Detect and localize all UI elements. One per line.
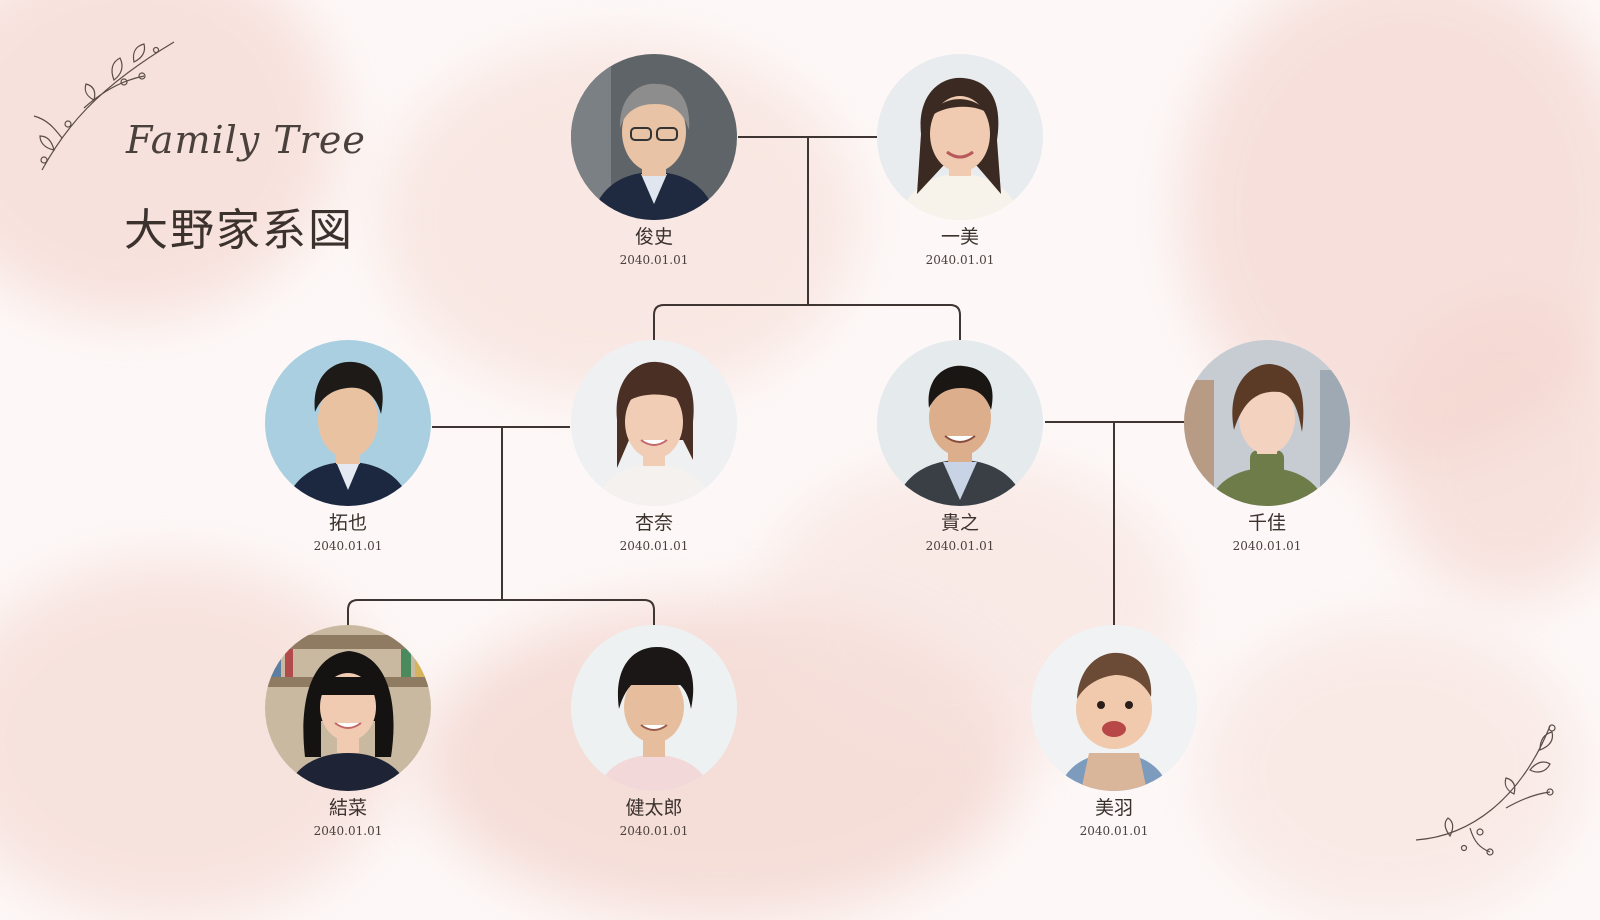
member-date: 2040.01.01	[925, 253, 995, 267]
member-name: 健太郎	[625, 797, 683, 819]
member-name: 俊史	[634, 226, 673, 248]
portrait-photo	[1184, 340, 1350, 506]
member-name: 結菜	[328, 797, 367, 819]
member-date: 2040.01.01	[313, 824, 383, 838]
portrait-photo	[1031, 625, 1197, 791]
member-kazumi[interactable]: 一美 2040.01.01	[877, 54, 1043, 270]
person-portrait-icon	[877, 54, 1043, 220]
portrait-photo	[877, 54, 1043, 220]
portrait-photo	[571, 625, 737, 791]
member-name: 美羽	[1094, 797, 1133, 819]
tree-connectors	[347, 136, 1184, 625]
connector-grandchildren-bar	[347, 599, 655, 625]
member-name: 拓也	[328, 512, 367, 534]
portrait-photo	[265, 340, 431, 506]
person-portrait-icon	[571, 340, 737, 506]
member-date: 2040.01.01	[313, 539, 383, 553]
portrait-photo	[265, 625, 431, 791]
member-date: 2040.01.01	[619, 824, 689, 838]
person-portrait-icon	[1031, 625, 1197, 791]
connector-children-bar	[653, 304, 961, 340]
member-takayuki[interactable]: 貴之 2040.01.01	[877, 340, 1043, 556]
member-name: 千佳	[1247, 512, 1286, 534]
person-portrait-icon	[1184, 340, 1350, 506]
member-date: 2040.01.01	[619, 253, 689, 267]
portrait-photo	[877, 340, 1043, 506]
member-name: 貴之	[940, 512, 979, 534]
family-tree-subtitle: Family Tree	[126, 118, 366, 162]
person-portrait-icon	[265, 625, 431, 791]
floral-sprig-top-left-icon	[33, 41, 175, 171]
member-toshifumi[interactable]: 俊史 2040.01.01	[571, 54, 737, 270]
member-miu[interactable]: 美羽 2040.01.01	[1031, 625, 1197, 841]
page-title: 大野家系図	[124, 205, 354, 256]
member-name: 杏奈	[634, 512, 673, 534]
member-name: 一美	[940, 226, 979, 248]
person-portrait-icon	[877, 340, 1043, 506]
member-yuina[interactable]: 結菜 2040.01.01	[265, 625, 431, 841]
person-portrait-icon	[571, 625, 737, 791]
floral-sprig-bottom-right-icon	[1415, 724, 1556, 856]
member-chika[interactable]: 千佳 2040.01.01	[1184, 340, 1350, 556]
person-portrait-icon	[265, 340, 431, 506]
member-date: 2040.01.01	[925, 539, 995, 553]
member-date: 2040.01.01	[619, 539, 689, 553]
person-portrait-icon	[571, 54, 737, 220]
member-date: 2040.01.01	[1232, 539, 1302, 553]
member-takuya[interactable]: 拓也 2040.01.01	[265, 340, 431, 556]
member-date: 2040.01.01	[1079, 824, 1149, 838]
portrait-photo	[571, 54, 737, 220]
member-anna[interactable]: 杏奈 2040.01.01	[571, 340, 737, 556]
portrait-photo	[571, 340, 737, 506]
member-kentaro[interactable]: 健太郎 2040.01.01	[571, 625, 737, 841]
